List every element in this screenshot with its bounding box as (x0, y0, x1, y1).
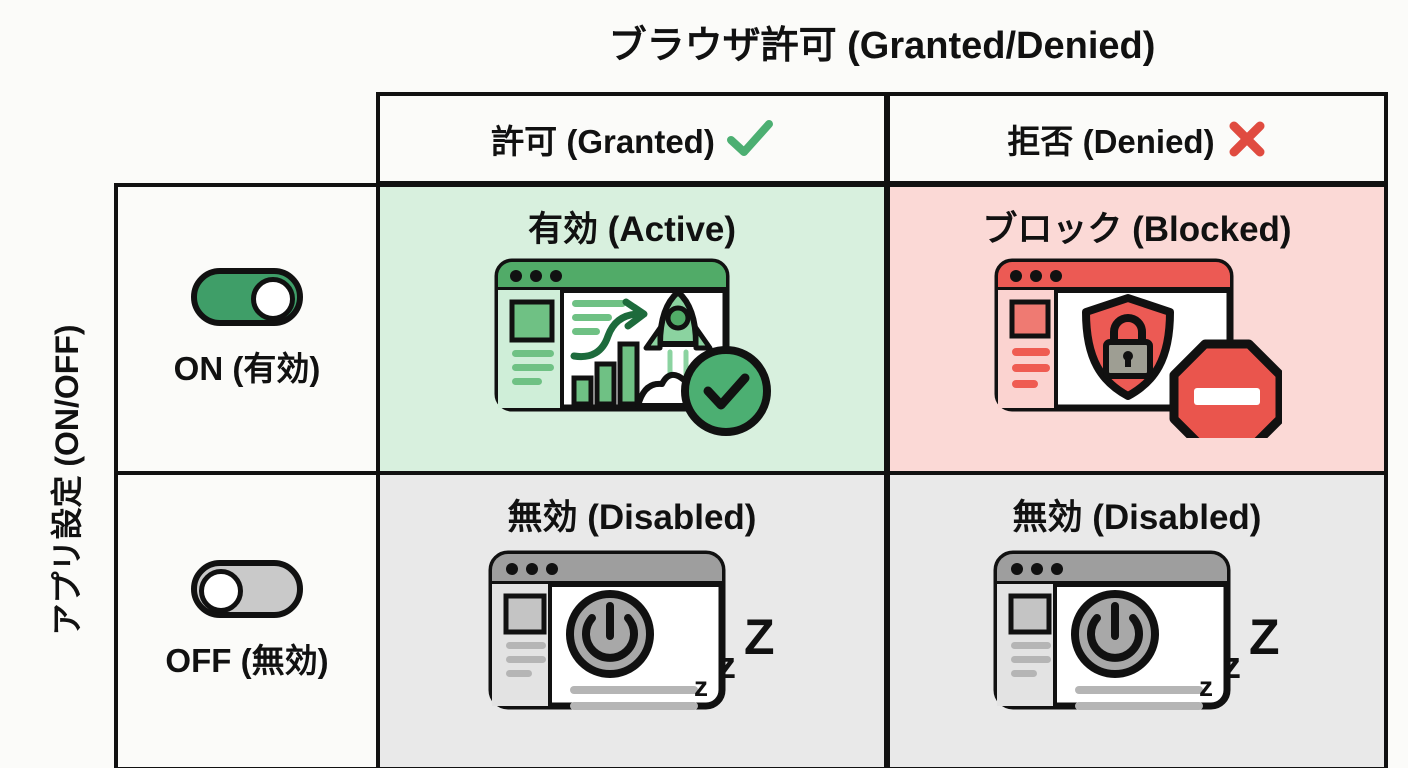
column-header-granted-label: 許可 (Granted) (491, 122, 715, 160)
svg-text:z: z (1199, 671, 1213, 702)
column-header-denied-label: 拒否 (Denied) (1007, 122, 1215, 160)
toggle-knob (251, 277, 295, 321)
cell-on-denied: ブロック (Blocked) (886, 183, 1388, 475)
toggle-knob (199, 569, 243, 613)
column-header-granted: 許可 (Granted) (376, 92, 888, 185)
cell-off-granted-label: 無効 (Disabled) (507, 498, 757, 537)
toggle-off-icon[interactable] (191, 560, 303, 618)
cell-on-denied-label: ブロック (Blocked) (982, 210, 1292, 249)
matrix-title: ブラウザ許可 (Granted/Denied) (608, 25, 1156, 67)
svg-text:z: z (717, 645, 736, 687)
cross-icon (1229, 121, 1265, 156)
svg-text:Z: Z (744, 609, 775, 665)
browser-rocket-chart-check-icon (494, 258, 771, 436)
cell-on-granted: 有効 (Active) (376, 183, 888, 475)
check-icon (726, 119, 773, 156)
svg-text:Z: Z (1249, 609, 1280, 665)
svg-text:z: z (1222, 645, 1241, 687)
y-axis-label: アプリ設定 (ON/OFF) (49, 324, 85, 636)
browser-power-sleep-icon: z z Z (993, 550, 1280, 710)
cell-off-denied: 無効 (Disabled) z z Z (886, 471, 1388, 768)
column-header-denied: 拒否 (Denied) (886, 92, 1388, 185)
toggle-on-icon[interactable] (191, 268, 303, 326)
row-label-off-text: OFF (無効) (165, 642, 329, 679)
svg-text:z: z (694, 671, 708, 702)
browser-power-sleep-icon: z z Z (488, 550, 775, 710)
browser-shield-lock-stopsign-icon (994, 258, 1282, 438)
row-label-on: ON (有効) (114, 183, 380, 475)
cell-off-granted: 無効 (Disabled) z z Z (376, 471, 888, 768)
cell-off-denied-label: 無効 (Disabled) (1012, 498, 1262, 537)
row-label-on-text: ON (有効) (173, 350, 321, 387)
cell-on-granted-label: 有効 (Active) (527, 210, 737, 249)
row-label-off: OFF (無効) (114, 471, 380, 768)
